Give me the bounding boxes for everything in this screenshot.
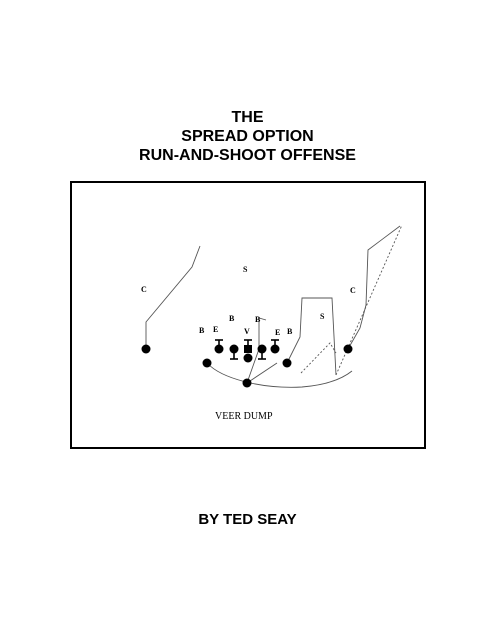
author-byline: BY TED SEAY bbox=[198, 511, 297, 528]
defender-label-b-mid2: B bbox=[255, 315, 261, 324]
document-title: THE SPREAD OPTION RUN-AND-SHOOT OFFENSE bbox=[0, 108, 495, 165]
right-receiver-route bbox=[347, 225, 401, 350]
defender-label-c-left: C bbox=[141, 285, 147, 294]
left-slotback bbox=[202, 358, 212, 368]
center bbox=[244, 345, 252, 353]
inside-route bbox=[246, 317, 267, 384]
left-receiver bbox=[141, 344, 151, 354]
right-slotback bbox=[282, 358, 292, 368]
left-guard bbox=[229, 344, 239, 354]
title-line-3: RUN-AND-SHOOT OFFENSE bbox=[139, 147, 356, 164]
defender-label-c-right: C bbox=[350, 286, 356, 295]
defender-label-s-top: S bbox=[243, 265, 248, 274]
defender-label-v: V bbox=[244, 327, 250, 336]
defender-label-e-left: E bbox=[213, 325, 218, 334]
back-curve-route bbox=[206, 362, 353, 388]
defender-label-b-right: B bbox=[287, 327, 293, 336]
title-line-1: THE bbox=[231, 109, 264, 126]
left-receiver-route bbox=[145, 245, 201, 349]
left-tackle bbox=[214, 344, 224, 354]
tail-route bbox=[246, 362, 278, 384]
slot-receiver-route bbox=[286, 297, 337, 376]
right-guard bbox=[257, 344, 267, 354]
defender-label-s-right: S bbox=[320, 312, 325, 321]
dashed-read-line-2 bbox=[300, 342, 337, 374]
right-receiver bbox=[343, 344, 353, 354]
play-name: VEER DUMP bbox=[215, 411, 273, 422]
running-back bbox=[242, 378, 252, 388]
play-diagram: C C S S B E B B V E B VEER DUMP bbox=[70, 181, 426, 449]
quarterback bbox=[243, 353, 253, 363]
title-line-2: SPREAD OPTION bbox=[181, 128, 314, 145]
defender-label-e-right: E bbox=[275, 328, 280, 337]
play-diagram-svg: C C S S B E B B V E B VEER DUMP bbox=[141, 224, 403, 422]
defender-label-b-mid1: B bbox=[229, 314, 235, 323]
defender-label-b-left: B bbox=[199, 326, 205, 335]
dashed-read-line-1 bbox=[335, 224, 403, 376]
right-tackle bbox=[270, 344, 280, 354]
